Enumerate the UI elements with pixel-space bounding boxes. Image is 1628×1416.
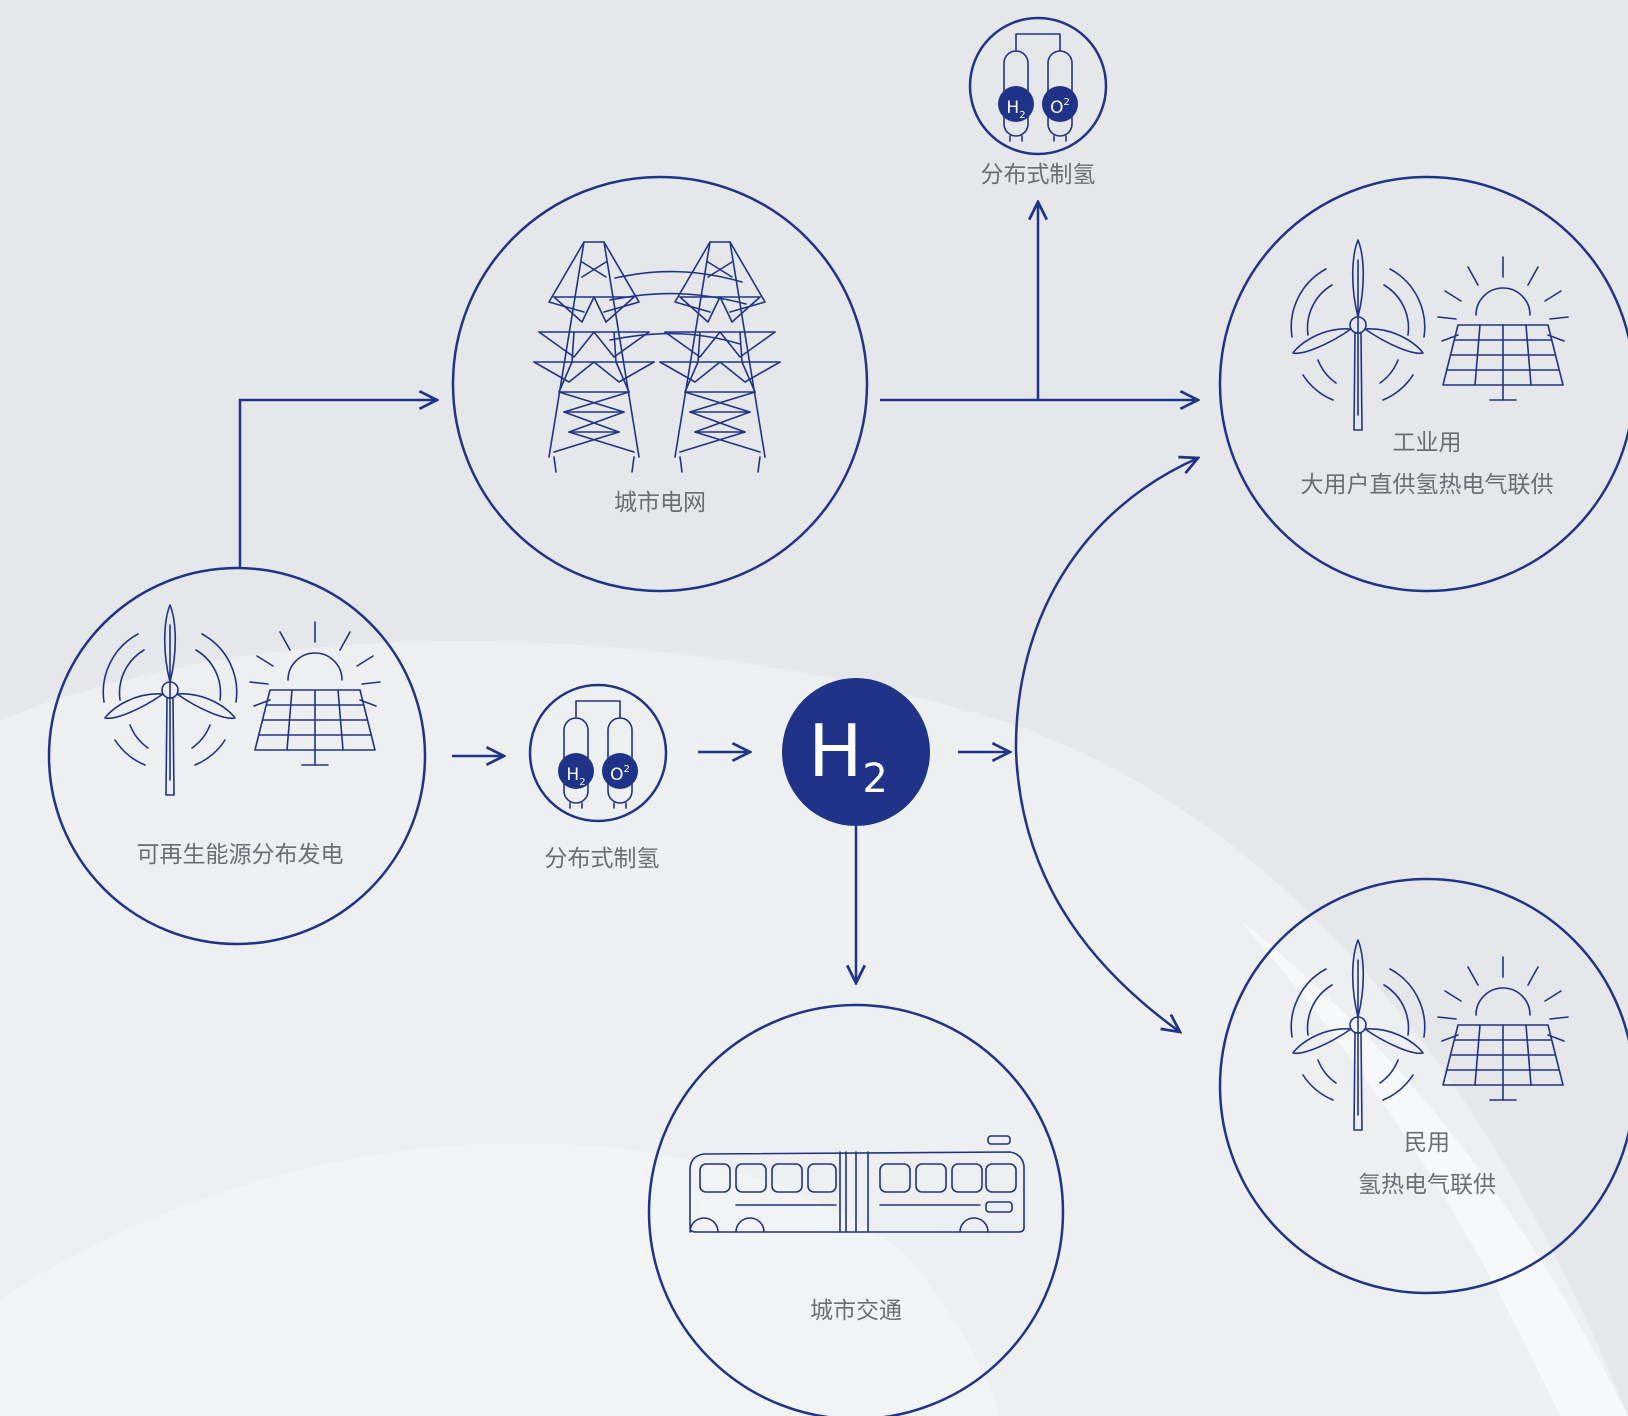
node-industrial-label-line1: 工业用 xyxy=(1393,430,1462,456)
node-industrial-label-line2: 大用户直供氢热电气联供 xyxy=(1301,472,1554,498)
node-renewable-label: 可再生能源分布发电 xyxy=(137,842,344,868)
node-renewable-circle xyxy=(47,566,427,946)
node-transport: 城市交通 xyxy=(647,1003,1065,1416)
node-civil-label-line1: 民用 xyxy=(1404,1130,1450,1156)
o2-tank-label: O2 xyxy=(610,764,630,785)
node-electrolyzer-main: H2 O2 分布式制氢 xyxy=(528,683,668,872)
node-city-grid: 城市电网 xyxy=(451,175,869,593)
node-electrolyzer-top-label: 分布式制氢 xyxy=(981,162,1096,188)
node-electrolyzer-main-label: 分布式制氢 xyxy=(545,846,660,872)
power-lines-icon xyxy=(609,270,747,345)
node-renewable: 可再生能源分布发电 xyxy=(47,566,427,946)
connectors xyxy=(238,202,1198,1032)
o2-tank-label: O2 xyxy=(1050,97,1070,118)
arc-to-industrial xyxy=(1014,458,1198,751)
tower-icon xyxy=(533,241,655,473)
node-city-grid-label: 城市电网 xyxy=(614,490,706,516)
arc-to-civil xyxy=(1014,749,1180,1032)
node-city-grid-circle xyxy=(451,175,869,593)
node-civil: 民用 氢热电气联供 xyxy=(1218,877,1628,1295)
hydrogen-circle xyxy=(782,678,930,826)
arrow-to-city-grid xyxy=(238,400,437,568)
node-industrial: 工业用 大用户直供氢热电气联供 xyxy=(1218,175,1628,593)
node-transport-label: 城市交通 xyxy=(810,1298,902,1324)
node-transport-circle xyxy=(647,1003,1065,1416)
bus-icon xyxy=(689,1135,1025,1233)
wind-solar-icon xyxy=(1290,239,1569,431)
hydrogen-symbol: H2 xyxy=(808,709,888,802)
electrolyzer-icon xyxy=(968,16,1108,156)
node-hydrogen: H2 xyxy=(782,678,930,826)
h2-tank-label: H2 xyxy=(566,765,585,788)
h2-tank-label: H2 xyxy=(1006,98,1025,121)
node-civil-label-line2: 氢热电气联供 xyxy=(1358,1172,1496,1198)
node-electrolyzer-top: H2 O2 分布式制氢 xyxy=(968,16,1108,188)
node-industrial-circle xyxy=(1218,175,1628,593)
node-civil-circle xyxy=(1218,877,1628,1295)
